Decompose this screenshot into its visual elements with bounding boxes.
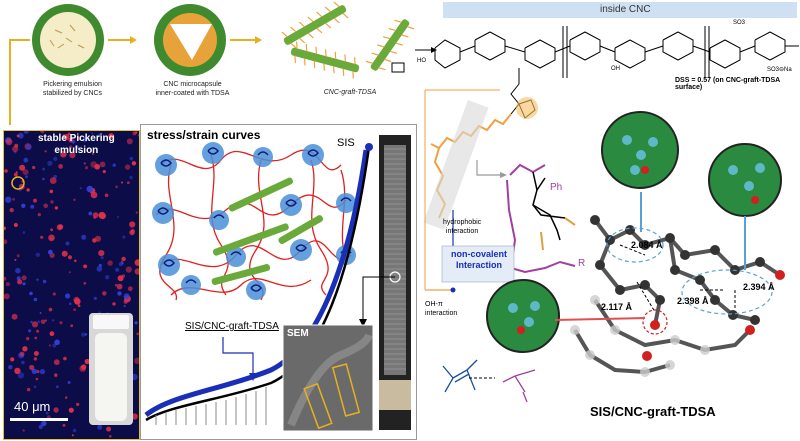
zoom-circles — [486, 111, 782, 353]
cnc-rods-in-network — [211, 177, 324, 285]
so3na-label: SO3⊖Na — [767, 67, 792, 73]
sem-label: SEM — [287, 328, 309, 339]
top-row-graphics — [9, 1, 415, 125]
microcapsule-icon — [154, 4, 226, 76]
sis-label: SIS — [337, 137, 355, 149]
vial-icon — [89, 313, 133, 425]
distance-3: 2.398 Å — [677, 296, 709, 306]
r-label-purple: R — [578, 258, 586, 269]
hydrophobic-label: hydrophobic interaction — [443, 219, 482, 235]
cnc-graft-rods-icon — [281, 1, 415, 79]
molecular-complex — [554, 192, 785, 377]
stress-title: stress/strain curves — [147, 128, 261, 142]
so3-label: SO3 — [733, 20, 746, 26]
ph-label: Ph — [550, 182, 563, 193]
distance-2: 2.117 Å — [601, 302, 633, 312]
caption-emulsion: Pickering emulsion stabilized by CNCs — [42, 81, 103, 97]
emulsion-droplet-icon — [32, 4, 104, 76]
composite-label: SIS/CNC-graft-TDSA — [185, 321, 279, 332]
scale-bar-line — [10, 418, 68, 421]
stress-graphics — [144, 135, 411, 432]
scale-bar-label: 40 μm — [14, 399, 51, 414]
structure-graphics — [415, 2, 799, 403]
noncovalent-label: non-covalent Interaction — [450, 249, 507, 270]
micrograph-panel: stable Pickering emulsion 40 μm — [3, 130, 140, 440]
distance-1: 2.084 Å — [631, 240, 663, 250]
caption-capsule: CNC microcapsule inner-coated with TDSA — [155, 81, 230, 97]
distance-4: 2.394 Å — [743, 282, 775, 292]
caption-graft: CNC-graft-TDSA — [323, 89, 377, 96]
structure-panel: inside CNC DSS = 0.57 (on CNC-graft-TDSA… — [415, 0, 800, 441]
oh-label: OH — [611, 66, 620, 72]
final-title: SIS/CNC-graft-TDSA — [590, 404, 716, 419]
oh-pi-label: OH-π interaction — [425, 301, 458, 317]
dss-label: DSS = 0.57 (on CNC-graft-TDSA surface) — [675, 77, 780, 91]
ho-label: HO — [417, 58, 426, 64]
inside-cnc-label: inside CNC — [600, 4, 651, 15]
micrograph-title: stable Pickering emulsion — [38, 133, 115, 156]
stress-strain-panel: stress/strain curves — [140, 124, 417, 440]
